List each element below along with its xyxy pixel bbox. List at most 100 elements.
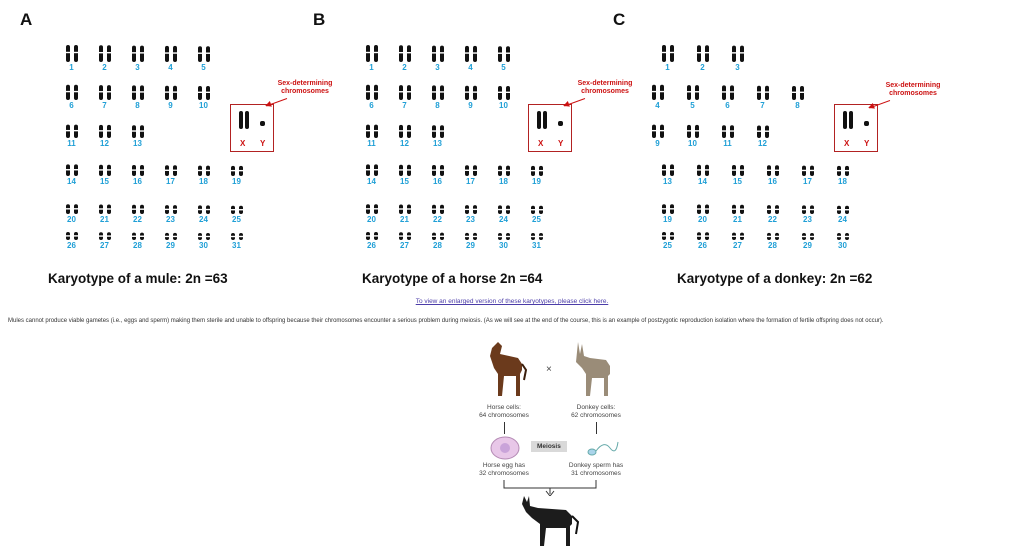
chromosome-pair: 18 xyxy=(825,158,860,186)
chromosome-number: 24 xyxy=(199,215,208,224)
chromosome-number: 9 xyxy=(168,101,173,110)
chromosome-pair-icon xyxy=(65,164,78,176)
chromosome-pair: 2 xyxy=(388,44,421,72)
chromosome-pair-icon xyxy=(431,165,444,176)
horse-egg-icon xyxy=(490,436,520,460)
chromosome-number: 10 xyxy=(199,101,208,110)
donkey-sperm-icon xyxy=(587,441,619,456)
chromosome-pair: 11 xyxy=(710,120,745,148)
chromosome-number: 20 xyxy=(698,215,707,224)
chromosome-pair-icon xyxy=(801,165,814,176)
chromosome-pair: 30 xyxy=(487,222,520,250)
chromosome-number: 1 xyxy=(69,63,74,72)
chromosome-pair-icon xyxy=(65,232,78,240)
chromosome-pair: 14 xyxy=(685,158,720,186)
chromosome-pair-icon xyxy=(398,45,411,62)
chromosome-pair: 14 xyxy=(355,158,388,186)
chromosome-pair-icon xyxy=(230,233,243,240)
chromosome-pair-icon xyxy=(721,125,734,138)
pointer-arrow-icon xyxy=(266,98,288,107)
chromosome-pair-icon xyxy=(756,85,769,100)
chromosome-pair: 29 xyxy=(154,222,187,250)
chromosome-number: 9 xyxy=(655,139,660,148)
chromosome-number: 15 xyxy=(733,177,742,186)
chromosome-number: 17 xyxy=(466,177,475,186)
chromosome-pair-icon xyxy=(464,85,477,100)
chromosome-pair-icon xyxy=(98,45,111,62)
chromosome-pair-icon xyxy=(766,205,779,214)
chromosome-pair-icon xyxy=(131,125,144,138)
chromosome-pair-icon xyxy=(365,204,378,214)
chromosome-pair-icon xyxy=(801,233,814,240)
chromosome-pair-icon xyxy=(661,204,674,214)
chromosome-number: 11 xyxy=(723,139,732,148)
chromosome-pair: 7 xyxy=(388,82,421,110)
chromosome-pair: 15 xyxy=(388,158,421,186)
chromosome-pair: 17 xyxy=(790,158,825,186)
chromosome-pair-icon xyxy=(365,164,378,176)
chromosome-pair: 6 xyxy=(55,82,88,110)
cross-symbol: × xyxy=(546,364,552,375)
chromosome-pair: 25 xyxy=(520,196,553,224)
chromosome-pair: 7 xyxy=(745,82,780,110)
chromosome-pair-icon xyxy=(164,165,177,176)
chromosome-number: 20 xyxy=(67,215,76,224)
chromosome-number: 28 xyxy=(433,241,442,250)
chromosome-pair-icon xyxy=(836,205,849,214)
chromosome-pair: 22 xyxy=(421,196,454,224)
chromosome-number: 21 xyxy=(100,215,109,224)
chromosome-pair: 28 xyxy=(121,222,154,250)
chromosome-pair: 3 xyxy=(421,44,454,72)
x-chromosome-label: X xyxy=(538,139,544,148)
chromosome-pair: 16 xyxy=(755,158,790,186)
chromosome-pair: 21 xyxy=(88,196,121,224)
chromosome-pair: 24 xyxy=(487,196,520,224)
chromosome-pair: 7 xyxy=(88,82,121,110)
chromosome-pair: 9 xyxy=(454,82,487,110)
chromosome-pair: 21 xyxy=(720,196,755,224)
chromosome-pair-icon xyxy=(661,164,674,176)
chromosome-pair-icon xyxy=(464,205,477,214)
chromosome-pair-icon xyxy=(530,205,543,214)
chromosome-number: 30 xyxy=(199,241,208,250)
chromosome-number: 25 xyxy=(532,215,541,224)
chromosome-number: 11 xyxy=(67,139,76,148)
chromosome-pair: 8 xyxy=(121,82,154,110)
chromosome-pair-icon xyxy=(431,204,444,214)
chromosome-pair: 31 xyxy=(220,222,253,250)
enlarge-karyotypes-link[interactable]: To view an enlarged version of these kar… xyxy=(415,298,609,305)
chromosome-number: 7 xyxy=(760,101,765,110)
chromosome-number: 7 xyxy=(402,101,407,110)
chromosome-pair-icon xyxy=(756,125,769,138)
chromosome-number: 14 xyxy=(698,177,707,186)
chromosome-pair: 5 xyxy=(675,82,710,110)
caption-donkey: Karyotype of a donkey: 2n =62 xyxy=(677,271,873,286)
chromosome-number: 19 xyxy=(532,177,541,186)
chromosome-pair-icon xyxy=(731,165,744,176)
chromosome-number: 18 xyxy=(499,177,508,186)
chromosome-number: 30 xyxy=(499,241,508,250)
sex-determining-label: Sex-determining chromosomes xyxy=(885,82,941,97)
chromosome-pair: 11 xyxy=(355,120,388,148)
chromosome-pair-icon xyxy=(497,86,510,100)
meiosis-label: Meiosis xyxy=(531,441,567,452)
sex-determining-label: Sex-determining chromosomes xyxy=(577,80,633,95)
chromosome-pair-icon xyxy=(98,164,111,176)
chromosome-pair: 24 xyxy=(187,196,220,224)
arrow-donkey-down xyxy=(596,422,597,434)
chromosome-pair-icon xyxy=(651,84,664,100)
chromosome-pair-icon xyxy=(197,233,210,240)
